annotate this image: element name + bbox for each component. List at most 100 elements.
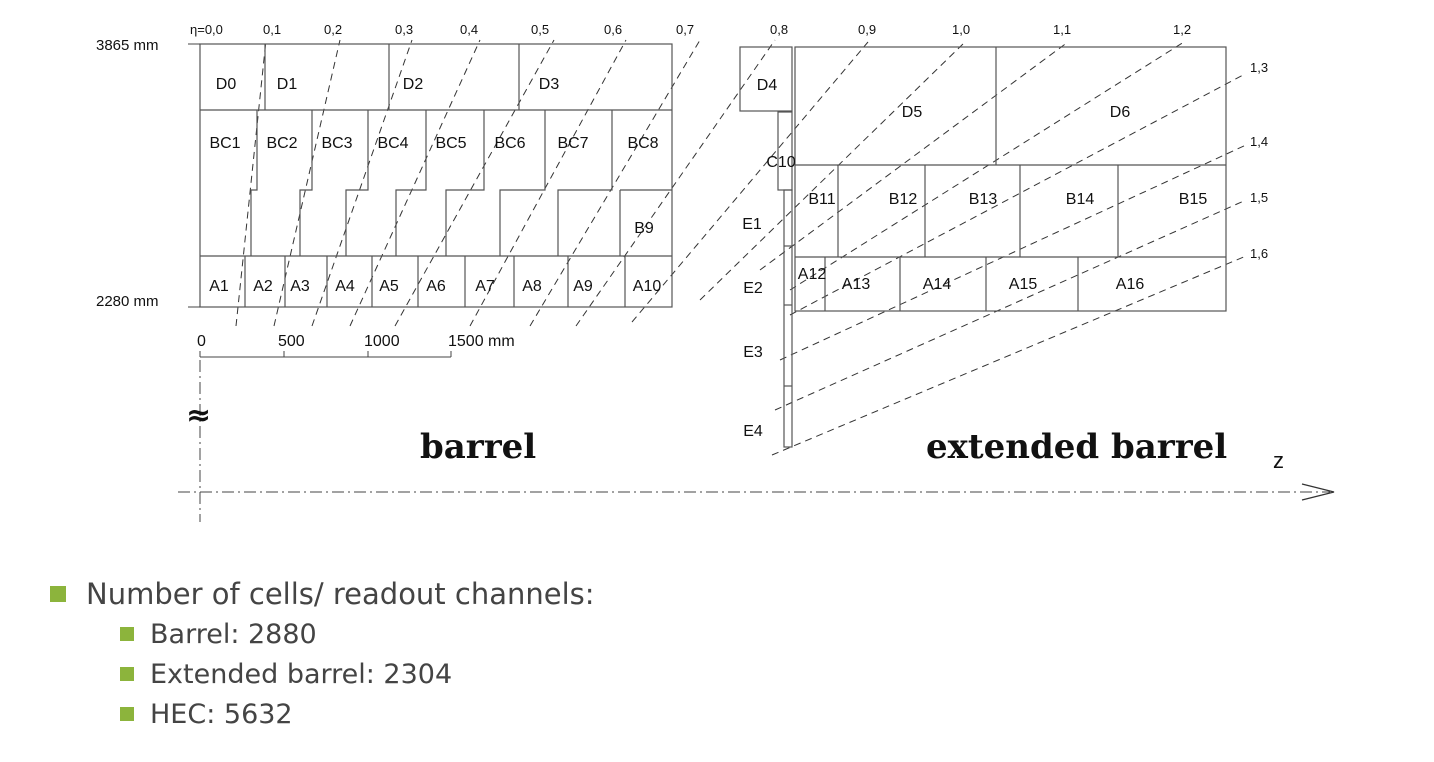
bullet-sub-text: Extended barrel: 2304 — [150, 658, 453, 690]
eta-projection-line — [789, 41, 1185, 291]
barrel-cell-label: A5 — [379, 278, 399, 295]
bullet-main-text: Number of cells/ readout channels: — [86, 577, 595, 611]
barrel-cell-label: BC2 — [266, 135, 297, 152]
extended-cell-label: A15 — [1009, 276, 1038, 293]
eta-label: 1,3 — [1250, 60, 1268, 75]
barrel-cells — [199, 43, 673, 308]
eta-label: 1,6 — [1250, 246, 1268, 261]
eta-label: 0,8 — [770, 22, 788, 37]
extended-cell-label: B11 — [808, 191, 835, 208]
d4-cell — [739, 46, 793, 112]
bullet-square-icon — [120, 627, 134, 641]
barrel-cell-label: BC6 — [494, 135, 525, 152]
extended-cell-label: D5 — [902, 104, 923, 121]
scale-label: 500 — [278, 333, 305, 350]
eta-label: 1,4 — [1250, 134, 1268, 149]
eta-label: 0,4 — [460, 22, 478, 37]
barrel-cell-label: A7 — [475, 278, 495, 295]
eta-projection-line — [771, 255, 1247, 456]
extended-cell-label: A16 — [1116, 276, 1145, 293]
extended-cell-label: E4 — [743, 423, 763, 440]
eta-label: η=0,0 — [190, 22, 223, 37]
extended-cell-label: C10 — [766, 154, 795, 171]
barrel-cell-label: BC5 — [435, 135, 466, 152]
barrel-cell-label: D3 — [539, 76, 560, 93]
barrel-cell-label: A3 — [290, 278, 310, 295]
barrel-cell-label: BC4 — [377, 135, 408, 152]
barrel-cell-label: D1 — [277, 76, 298, 93]
approx-symbol: ≈ — [186, 398, 211, 433]
barrel-cell-label: A2 — [253, 278, 273, 295]
extended-cell-label: B15 — [1179, 191, 1208, 208]
cell-count-list: Number of cells/ readout channels: Barre… — [50, 574, 595, 734]
z-axis-label: z — [1273, 448, 1284, 473]
eta-projection-line — [789, 73, 1246, 316]
bullet-main: Number of cells/ readout channels: — [50, 574, 595, 614]
eta-projection-lines — [235, 39, 1247, 456]
eta-projection-line — [774, 199, 1247, 411]
dimension-markers — [178, 43, 1335, 522]
scale-label: 1000 — [364, 333, 400, 350]
eta-label: 0,7 — [676, 22, 694, 37]
extended-cell-label: E1 — [742, 216, 762, 233]
eta-projection-line — [759, 41, 1069, 271]
barrel-cell-label: A10 — [633, 278, 662, 295]
barrel-cell-label: BC1 — [209, 135, 240, 152]
barrel-cell-label: A8 — [522, 278, 542, 295]
eta-label: 1,5 — [1250, 190, 1268, 205]
extended-cell-label: D6 — [1110, 104, 1131, 121]
bullet-sub-text: Barrel: 2880 — [150, 618, 317, 650]
eta-projection-line — [469, 39, 627, 327]
barrel-cell-label: B9 — [634, 220, 654, 237]
eta-label: 0,6 — [604, 22, 622, 37]
eta-label: 1,2 — [1173, 22, 1191, 37]
barrel-cell-label: BC7 — [557, 135, 588, 152]
eta-label: 1,1 — [1053, 22, 1071, 37]
eta-label: 0,3 — [395, 22, 413, 37]
barrel-region-label: barrel — [420, 427, 536, 467]
extended-cell-label: B12 — [889, 191, 918, 208]
barrel-cell-label: A4 — [335, 278, 355, 295]
bullet-sub-text: HEC: 5632 — [150, 698, 293, 730]
eta-projection-line — [631, 41, 869, 323]
extended-cell-label: E2 — [743, 280, 763, 297]
extended-cell-label: A14 — [923, 276, 952, 293]
bullet-sub-hec: HEC: 5632 — [120, 694, 595, 734]
extended-cell-label: A12 — [798, 266, 827, 283]
extended-cell-label: B13 — [969, 191, 998, 208]
eta-label: 1,0 — [952, 22, 970, 37]
scale-label: 1500 mm — [448, 333, 515, 350]
eta-label: 0,5 — [531, 22, 549, 37]
eta-projection-line — [699, 41, 966, 301]
eta-projection-line — [394, 39, 555, 327]
barrel-cell-label: D0 — [216, 76, 237, 93]
extended-barrel-cells — [739, 46, 1227, 448]
eta-projection-line — [575, 39, 776, 327]
bullet-square-icon — [120, 707, 134, 721]
barrel-cell-label: A6 — [426, 278, 446, 295]
extended-outline — [794, 46, 1227, 312]
extended-cell-label: D4 — [757, 77, 778, 94]
c10-cell — [777, 111, 793, 191]
z-axis-arrowhead — [1301, 483, 1335, 501]
bullet-sub-barrel: Barrel: 2880 — [120, 614, 595, 654]
bullet-square-icon — [50, 586, 66, 602]
barrel-outline — [199, 43, 673, 308]
eta-projection-line — [779, 144, 1247, 361]
barrel-cell-label: D2 — [403, 76, 424, 93]
extended-cell-label: B14 — [1066, 191, 1095, 208]
dim-top-label: 3865 mm — [96, 37, 159, 54]
extended-cell-label: A13 — [842, 276, 871, 293]
eta-label: 0,9 — [858, 22, 876, 37]
eta-label: 0,2 — [324, 22, 342, 37]
e-scintillators — [783, 189, 793, 448]
barrel-cell-label: A1 — [209, 278, 229, 295]
extended-cell-label: E3 — [743, 344, 763, 361]
dim-bottom-label: 2280 mm — [96, 293, 159, 310]
barrel-cell-label: BC8 — [627, 135, 658, 152]
